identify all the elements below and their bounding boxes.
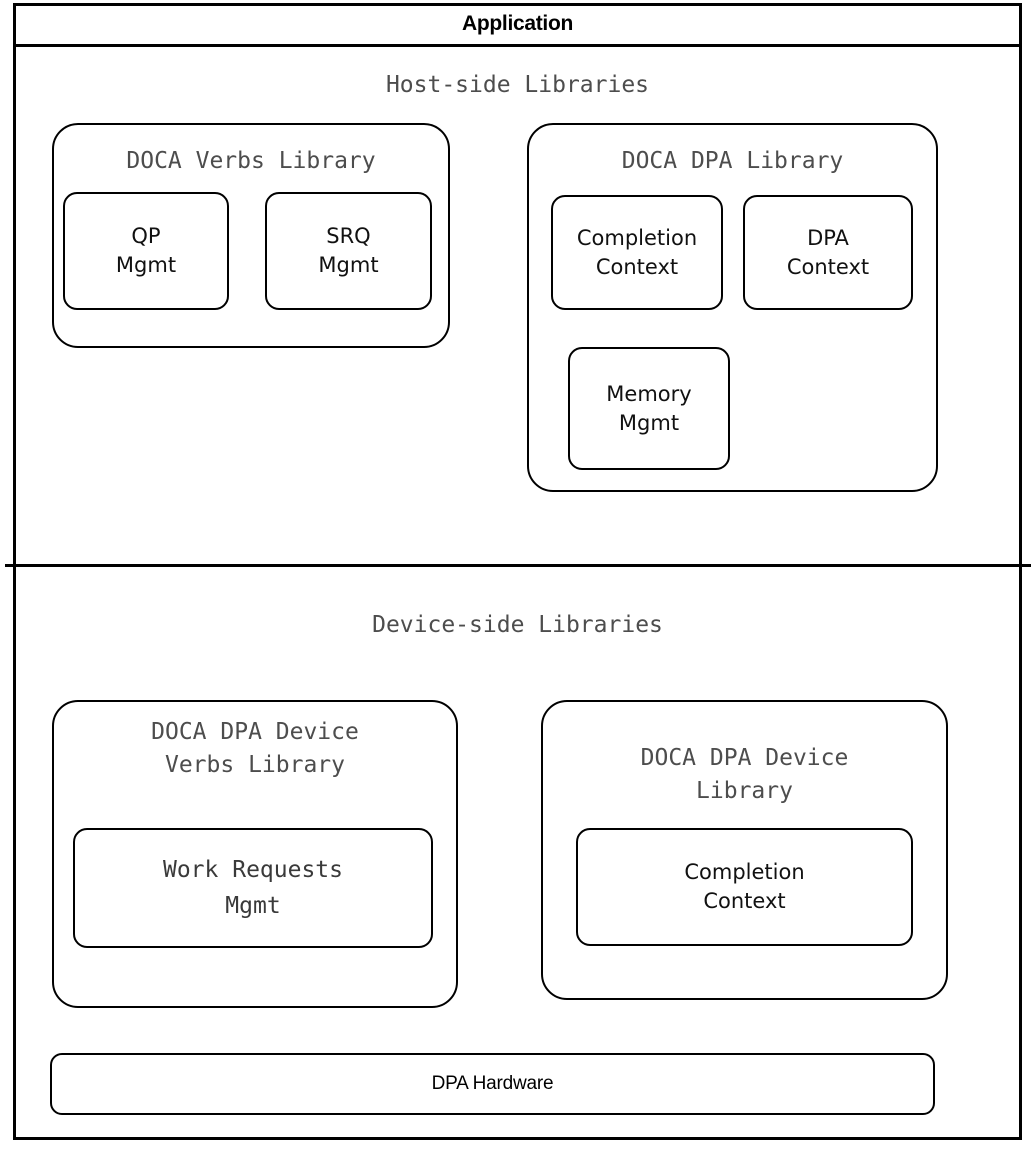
box-memory-mgmt[interactable]: Memory Mgmt [568, 347, 730, 470]
label-work-requests-mgmt: Work Requests Mgmt [162, 857, 343, 919]
group-doca-dpa-device-verbs-library[interactable]: DOCA DPA Device Verbs Library [52, 700, 458, 1008]
box-device-completion-context[interactable]: Completion Context [576, 828, 913, 946]
device-side-libraries-heading: Device-side Libraries [372, 612, 663, 638]
group-title-doca-dpa-library: DOCA DPA Library [621, 148, 844, 174]
label-qp-mgmt: QP Mgmt [115, 224, 177, 277]
label-device-completion-context: Completion Context [684, 860, 805, 913]
page-title: Application [461, 11, 574, 35]
label-completion-context: Completion Context [576, 225, 698, 279]
group-title-doca-verbs-library: DOCA Verbs Library [126, 148, 376, 174]
box-qp-mgmt[interactable]: QP Mgmt [63, 192, 229, 310]
group-title-doca-dpa-device-library: DOCA DPA Device Library [640, 745, 849, 804]
application-title-bar: Application [13, 3, 1022, 47]
host-side-libraries-heading: Host-side Libraries [385, 72, 650, 98]
host-device-divider [5, 564, 1031, 567]
group-doca-dpa-library[interactable]: DOCA DPA Library [527, 123, 938, 492]
box-completion-context[interactable]: Completion Context [551, 195, 723, 310]
box-dpa-hardware[interactable]: DPA Hardware [50, 1053, 935, 1115]
box-srq-mgmt[interactable]: SRQ Mgmt [265, 192, 432, 310]
application-frame [13, 3, 1022, 1140]
group-doca-verbs-library[interactable]: DOCA Verbs Library [52, 123, 450, 348]
label-srq-mgmt: SRQ Mgmt [318, 224, 379, 277]
label-dpa-context: DPA Context [786, 225, 870, 279]
group-title-doca-dpa-device-verbs-library: DOCA DPA Device Verbs Library [151, 719, 359, 778]
group-doca-dpa-device-library[interactable]: DOCA DPA Device Library [541, 700, 948, 1000]
label-memory-mgmt: Memory Mgmt [606, 381, 692, 435]
box-work-requests-mgmt[interactable]: Work Requests Mgmt [73, 828, 433, 948]
label-dpa-hardware: DPA Hardware [431, 1073, 554, 1094]
box-dpa-context[interactable]: DPA Context [743, 195, 913, 310]
